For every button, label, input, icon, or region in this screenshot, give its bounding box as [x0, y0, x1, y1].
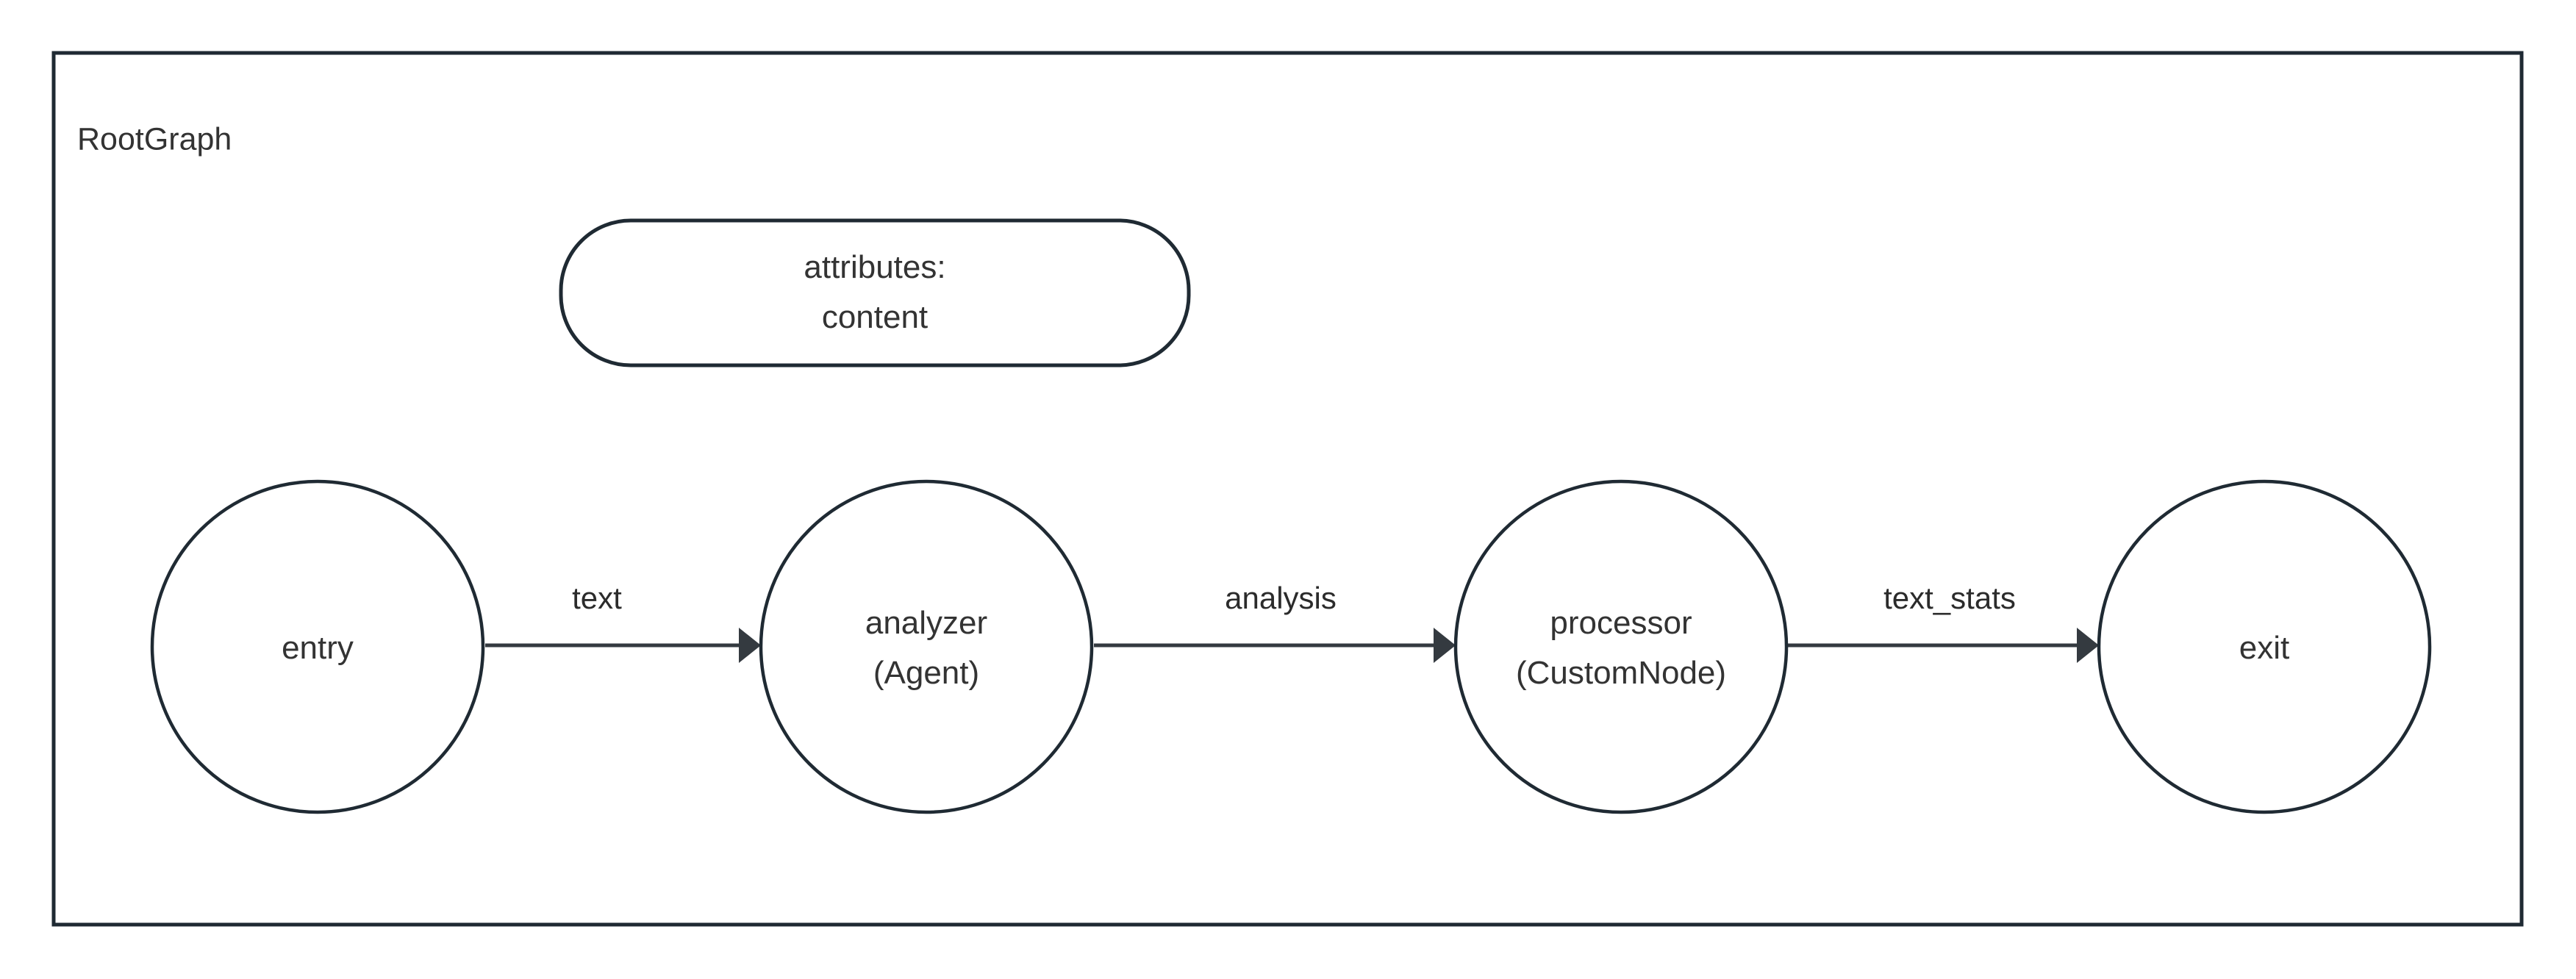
node-exit[interactable]: exit — [2097, 479, 2432, 814]
attributes-note-box[interactable] — [559, 218, 1191, 367]
node-label-line1: entry — [282, 630, 354, 666]
node-analyzer[interactable]: analyzer (Agent) — [759, 479, 1094, 814]
node-circle[interactable] — [759, 479, 1094, 814]
node-circle[interactable] — [1453, 479, 1789, 814]
arrowhead-icon — [1434, 628, 1456, 663]
node-entry[interactable]: entry — [150, 479, 485, 814]
edge-entry-analyzer[interactable]: text — [485, 581, 761, 663]
node-label-line1: exit — [2239, 630, 2289, 666]
edge-analyzer-processor[interactable]: analysis — [1094, 581, 1456, 663]
node-label-line2: (CustomNode) — [1516, 655, 1726, 691]
arrowhead-icon — [2077, 628, 2099, 663]
edge-processor-exit[interactable]: text_stats — [1788, 581, 2099, 663]
cluster-label: RootGraph — [77, 121, 232, 157]
node-circle[interactable] — [2097, 479, 2432, 814]
cluster-frame-rootgraph[interactable] — [51, 51, 2524, 927]
arrowhead-icon — [739, 628, 761, 663]
edge-label-text: text — [572, 581, 622, 615]
node-label-line1: processor — [1550, 605, 1692, 641]
edge-label-text: text_stats — [1883, 581, 2016, 615]
attributes-note-line2: content — [822, 299, 928, 335]
attributes-note-line1: attributes: — [804, 249, 945, 285]
node-processor[interactable]: processor (CustomNode) — [1453, 479, 1789, 814]
node-label-line2: (Agent) — [873, 655, 979, 691]
edge-label-text: analysis — [1225, 581, 1337, 615]
node-circle[interactable] — [150, 479, 485, 814]
node-label-line1: analyzer — [865, 605, 987, 641]
